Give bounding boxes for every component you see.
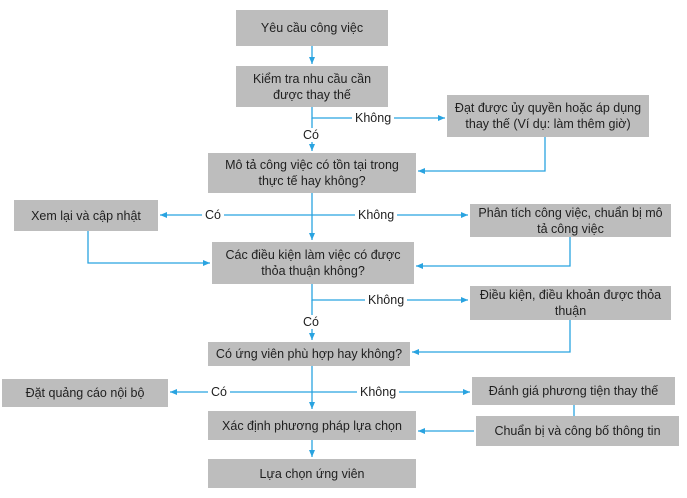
connector-review-to-conditions [87, 231, 210, 266]
box-selection-method: Xác định phương pháp lựa chọn [208, 411, 416, 440]
box-prepare-publish: Chuẩn bị và công bố thông tin [476, 416, 679, 446]
label-yes-1: Có [300, 128, 322, 142]
connector-analysis-to-conditions [416, 237, 571, 269]
box-select-candidate: Lựa chọn ứng viên [208, 459, 416, 488]
box-request: Yêu cầu công việc [236, 10, 388, 46]
connector-candidate-to-internal-ad [170, 366, 313, 395]
box-terms-agreed: Điều kiện, điều khoản được thỏa thuận [470, 286, 671, 320]
box-check-need: Kiểm tra nhu cầu cần được thay thế [236, 66, 388, 107]
box-job-desc-exists: Mô tả công việc có tồn tại trong thực tế… [208, 153, 416, 193]
box-internal-ad: Đặt quảng cáo nội bộ [2, 379, 168, 407]
label-yes-4: Có [208, 385, 230, 399]
connector-authorized-to-jobdesc [418, 137, 546, 174]
box-review-update: Xem lại và cập nhật [14, 200, 158, 231]
box-job-analysis: Phân tích công việc, chuẩn bị mô tả công… [470, 204, 671, 237]
label-no-4: Không [357, 385, 400, 399]
label-yes-3: Có [300, 315, 322, 329]
box-candidate-fit: Có ứng viên phù hợp hay không? [208, 342, 410, 366]
connector-terms-to-candidate [412, 320, 571, 355]
box-evaluate-alt: Đánh giá phương tiện thay thế [472, 377, 675, 405]
label-no-3: Không [365, 293, 408, 307]
connector-jobdesc-to-review [160, 193, 313, 218]
label-no-1: Không [352, 111, 395, 125]
label-yes-2: Có [202, 208, 224, 222]
box-conditions-agreed: Các điều kiện làm việc có được thỏa thuậ… [212, 242, 414, 284]
label-no-2: Không [355, 208, 398, 222]
box-authorized: Đạt được ủy quyền hoặc áp dụng thay thế … [447, 95, 649, 137]
